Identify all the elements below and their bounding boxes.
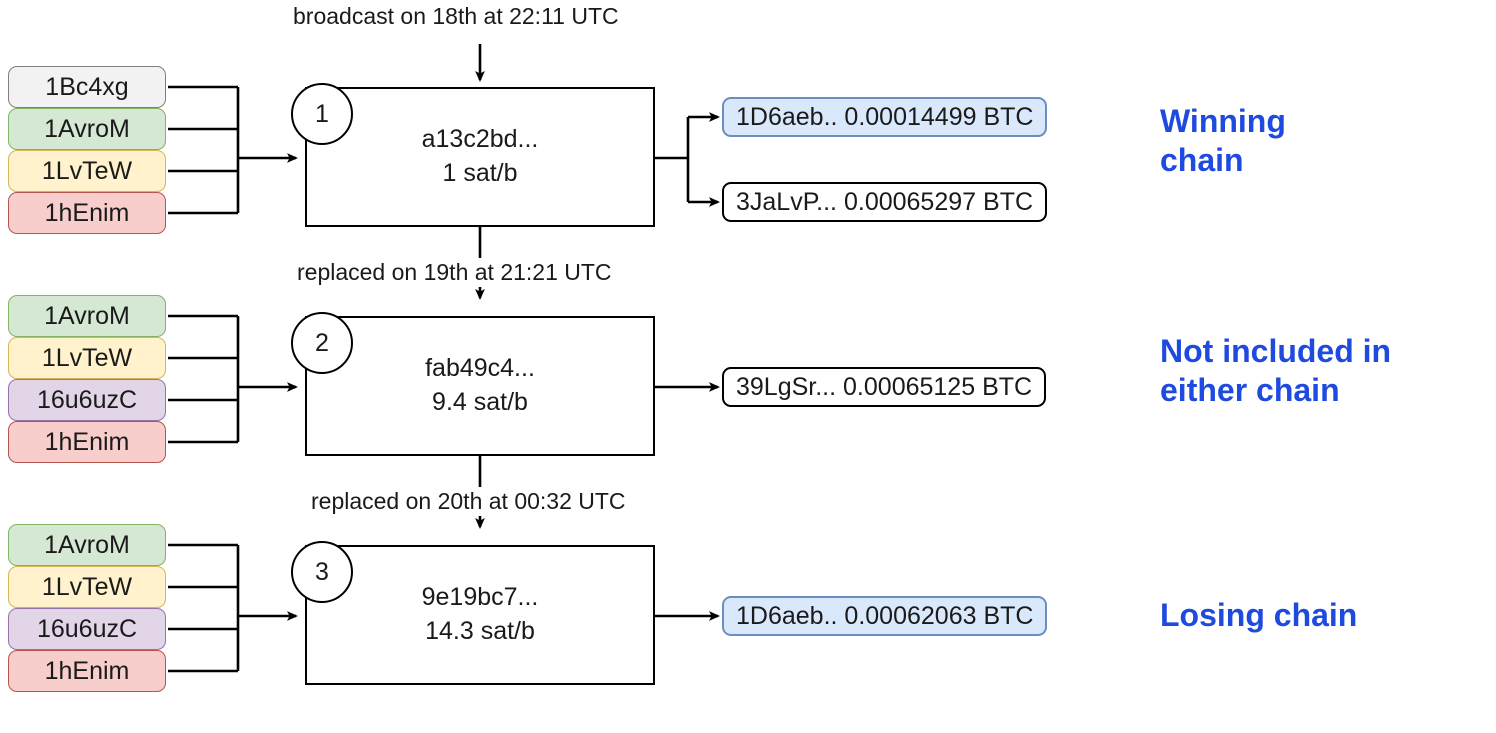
input-address-box[interactable]: 1LvTeW bbox=[8, 150, 166, 192]
input-address-label: 1AvroM bbox=[44, 530, 130, 559]
input-address-box[interactable]: 1AvroM bbox=[8, 108, 166, 150]
transaction-feerate: 14.3 sat/b bbox=[425, 617, 535, 645]
tx-sequence-number: 3 bbox=[315, 557, 329, 586]
edge-label-replaced: replaced on 19th at 21:21 UTC bbox=[291, 258, 618, 287]
output-address: 39LgSr... bbox=[736, 372, 837, 401]
tx-sequence-number: 1 bbox=[315, 99, 329, 128]
output-address: 3JaLvP... bbox=[736, 187, 838, 216]
output-box[interactable]: 1D6aeb.. 0.00062063 BTC bbox=[722, 596, 1048, 636]
transaction-id: a13c2bd... bbox=[421, 125, 539, 154]
input-address-label: 1LvTeW bbox=[41, 572, 133, 601]
output-unit: BTC bbox=[983, 102, 1034, 131]
chain-status-label: Not included in either chain bbox=[1160, 333, 1392, 409]
chain-status-label: Winning chain bbox=[1160, 103, 1286, 179]
output-unit: BTC bbox=[982, 372, 1033, 401]
tx-sequence-badge: 3 bbox=[291, 541, 353, 603]
tx-sequence-number: 2 bbox=[315, 328, 329, 357]
input-address-box[interactable]: 1hEnim bbox=[8, 192, 166, 234]
input-address-box[interactable]: 1Bc4xg bbox=[8, 66, 166, 108]
input-address-label: 16u6uzC bbox=[36, 614, 138, 643]
output-unit: BTC bbox=[983, 187, 1034, 216]
output-address: 1D6aeb.. bbox=[736, 601, 838, 630]
output-amount: 0.00065297 bbox=[843, 187, 977, 216]
transaction-feerate: 9.4 sat/b bbox=[432, 388, 528, 416]
input-address-box[interactable]: 1AvroM bbox=[8, 295, 166, 337]
transaction-box[interactable]: fab49c4... 9.4 sat/b bbox=[305, 316, 655, 456]
input-address-label: 1AvroM bbox=[44, 114, 130, 143]
output-amount: 0.00065125 bbox=[843, 372, 976, 401]
input-address-label: 1Bc4xg bbox=[45, 72, 129, 101]
output-box[interactable]: 3JaLvP... 0.00065297 BTC bbox=[722, 182, 1048, 222]
edge-label-replaced: replaced on 20th at 00:32 UTC bbox=[305, 487, 632, 516]
input-address-label: 1hEnim bbox=[44, 427, 130, 456]
input-address-label: 1LvTeW bbox=[41, 156, 133, 185]
input-address-box[interactable]: 1LvTeW bbox=[8, 337, 166, 379]
input-address-box[interactable]: 1AvroM bbox=[8, 524, 166, 566]
transaction-id: 9e19bc7... bbox=[421, 583, 539, 612]
input-address-label: 1hEnim bbox=[44, 198, 130, 227]
input-address-label: 16u6uzC bbox=[36, 385, 138, 414]
transaction-box[interactable]: a13c2bd... 1 sat/b bbox=[305, 87, 655, 227]
output-box[interactable]: 39LgSr... 0.00065125 BTC bbox=[722, 367, 1047, 407]
output-box[interactable]: 1D6aeb.. 0.00014499 BTC bbox=[722, 97, 1048, 137]
input-address-box[interactable]: 16u6uzC bbox=[8, 608, 166, 650]
transaction-id: fab49c4... bbox=[425, 354, 535, 383]
output-unit: BTC bbox=[983, 601, 1034, 630]
transaction-box[interactable]: 9e19bc7... 14.3 sat/b bbox=[305, 545, 655, 685]
input-address-box[interactable]: 1hEnim bbox=[8, 421, 166, 463]
input-address-box[interactable]: 16u6uzC bbox=[8, 379, 166, 421]
input-address-label: 1AvroM bbox=[44, 301, 130, 330]
transaction-feerate: 1 sat/b bbox=[442, 159, 518, 187]
input-address-label: 1LvTeW bbox=[41, 343, 133, 372]
tx-sequence-badge: 2 bbox=[291, 312, 353, 374]
tx-sequence-badge: 1 bbox=[291, 83, 353, 145]
output-amount: 0.00062063 bbox=[844, 601, 977, 630]
input-address-label: 1hEnim bbox=[44, 656, 130, 685]
chain-status-label: Losing chain bbox=[1160, 597, 1358, 633]
input-address-box[interactable]: 1hEnim bbox=[8, 650, 166, 692]
output-address: 1D6aeb.. bbox=[736, 102, 838, 131]
input-address-box[interactable]: 1LvTeW bbox=[8, 566, 166, 608]
output-amount: 0.00014499 bbox=[844, 102, 977, 131]
edge-label-broadcast: broadcast on 18th at 22:11 UTC bbox=[287, 2, 625, 31]
